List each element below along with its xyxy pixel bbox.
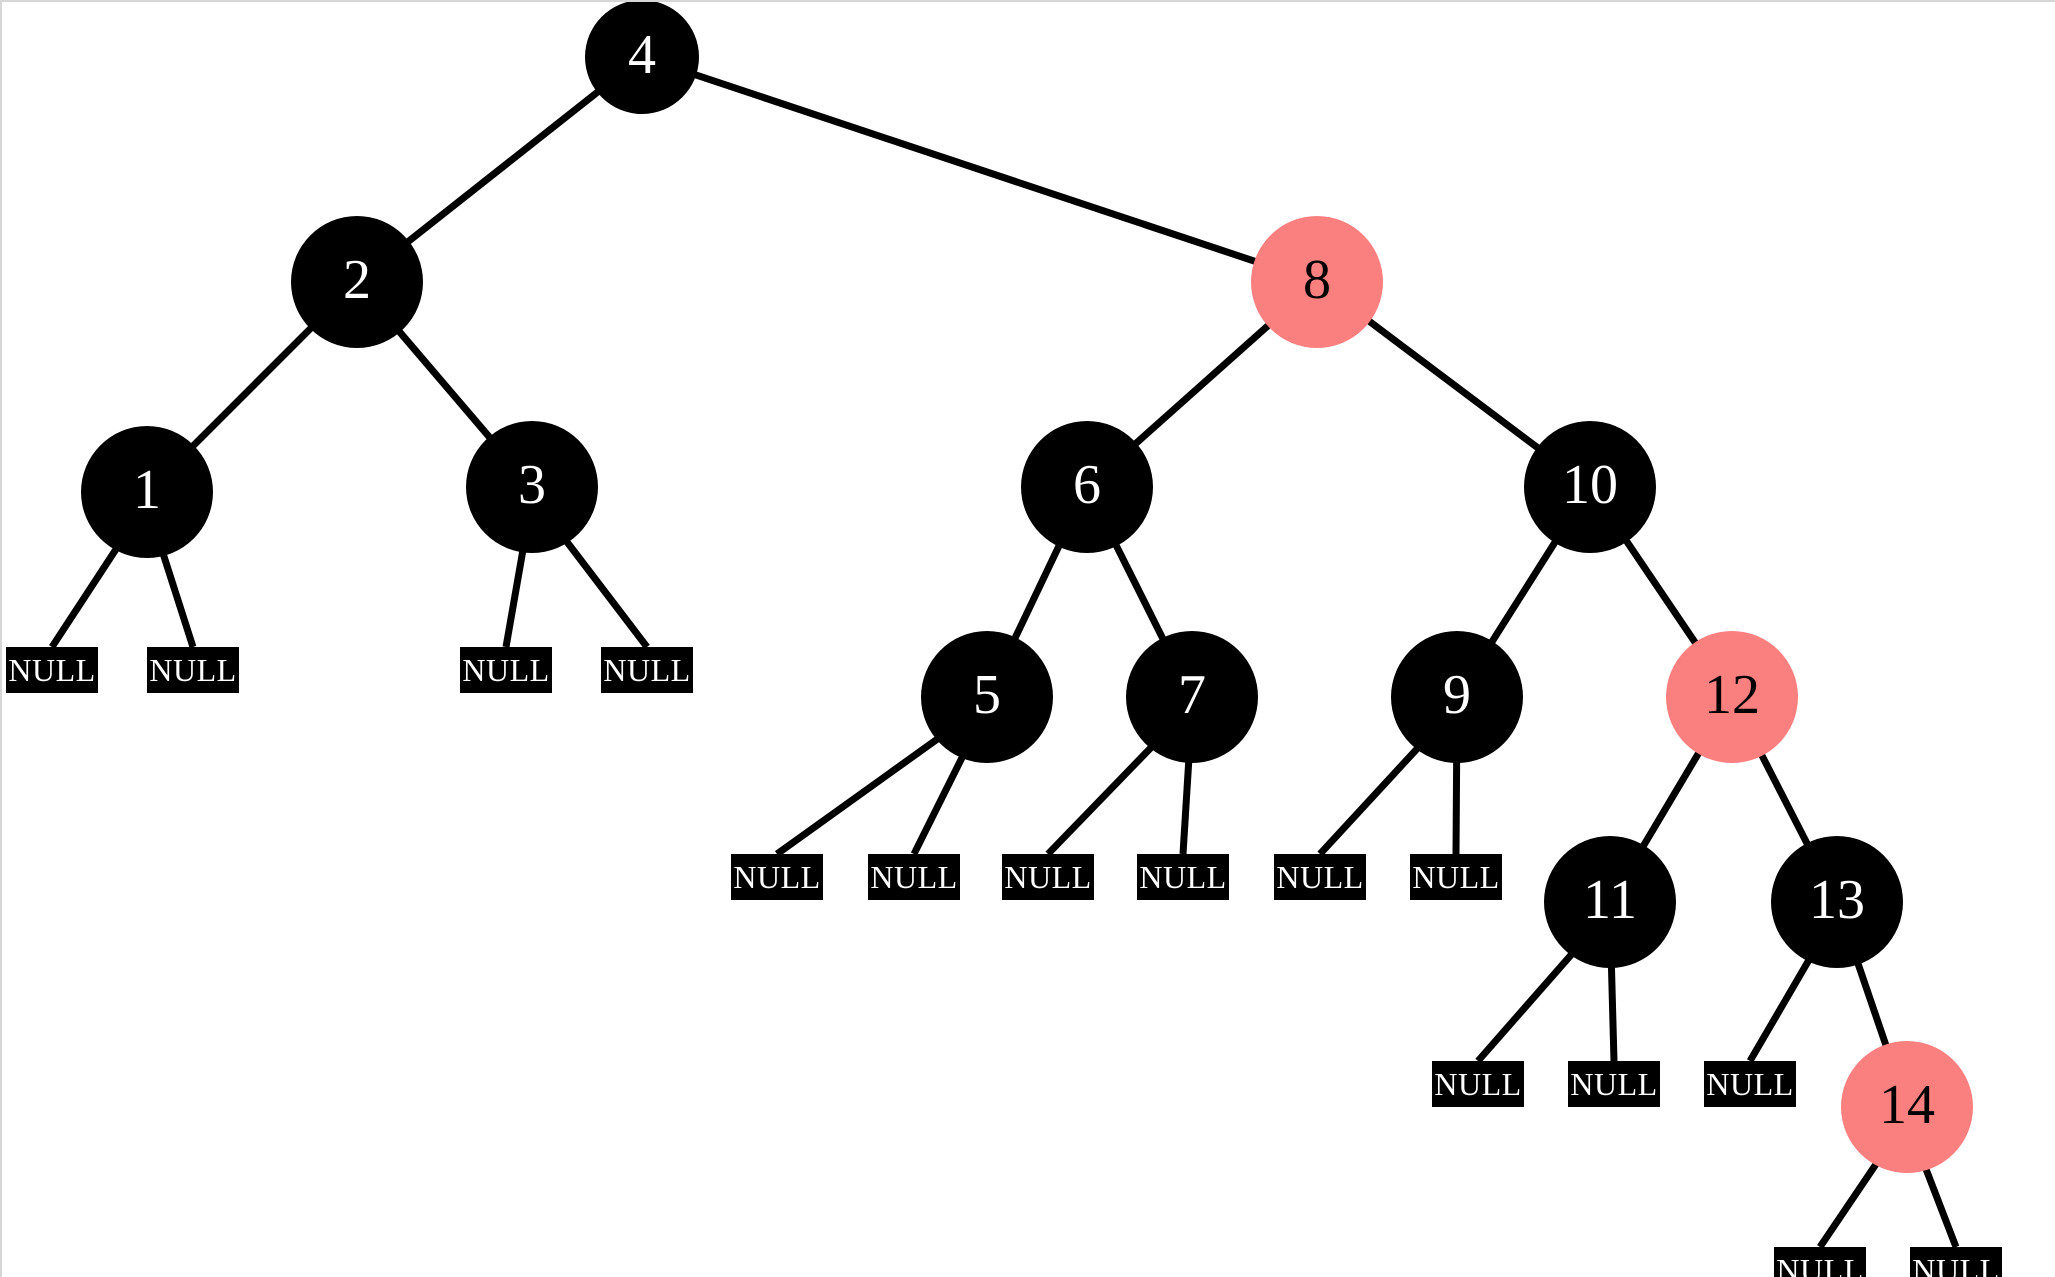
tree-node-9[interactable]: 9 (1391, 631, 1523, 763)
tree-node-6[interactable]: 6 (1021, 421, 1153, 553)
null-leaf: NULL (868, 854, 960, 900)
null-leaf-label: NULL (1706, 1065, 1794, 1102)
null-leaf-label: NULL (149, 651, 237, 688)
null-leaf-label: NULL (1412, 858, 1500, 895)
null-leaf: NULL (1274, 854, 1366, 900)
null-leaf: NULL (460, 647, 552, 693)
null-leaf-label: NULL (1434, 1065, 1522, 1102)
tree-node-label: 5 (973, 664, 1001, 726)
tree-node-label: 6 (1073, 454, 1101, 516)
tree-node-10[interactable]: 10 (1524, 421, 1656, 553)
tree-node-13[interactable]: 13 (1771, 836, 1903, 968)
tree-node-label: 13 (1809, 869, 1865, 931)
tree-edge (1853, 958, 1891, 1051)
tree-edge (1607, 962, 1618, 1062)
tree-node-2[interactable]: 2 (291, 216, 423, 348)
tree-edge (774, 733, 943, 857)
null-leaf: NULL (1137, 854, 1229, 900)
tree-edge (1045, 741, 1157, 857)
null-leaf: NULL (1002, 854, 1094, 900)
tree-node-label: 2 (343, 249, 371, 311)
null-leaf: NULL (601, 647, 693, 693)
tree-node-label: 12 (1704, 664, 1760, 726)
tree-edge (1746, 955, 1814, 1063)
tree-edge (910, 751, 968, 856)
tree-edge (1921, 1163, 1960, 1249)
tree-edge (158, 549, 197, 649)
null-leaf: NULL (1410, 854, 1502, 900)
tree-edge (1756, 749, 1813, 850)
null-leaf-label: NULL (603, 651, 691, 688)
tree-node-8[interactable]: 8 (1251, 216, 1383, 348)
null-leaf-label: NULL (1139, 858, 1227, 895)
tree-edge (1475, 948, 1577, 1064)
tree-edge (1621, 535, 1701, 649)
tree-node-5[interactable]: 5 (921, 631, 1053, 763)
tree-node-label: 9 (1443, 664, 1471, 726)
null-leaf-label: NULL (733, 858, 821, 895)
null-leaf: NULL (731, 854, 823, 900)
null-leaf-label: NULL (1570, 1065, 1658, 1102)
tree-edge (1817, 1158, 1882, 1249)
null-leaf-label: NULL (1776, 1251, 1864, 1277)
null-leaf: NULL (1432, 1061, 1524, 1107)
null-leaf: NULL (147, 647, 239, 693)
null-leaf-label: NULL (462, 651, 550, 688)
tree-edge (393, 325, 496, 444)
tree-edge (1452, 757, 1461, 855)
tree-node-7[interactable]: 7 (1126, 631, 1258, 763)
tree-node-12[interactable]: 12 (1666, 631, 1798, 763)
tree-node-label: 8 (1303, 249, 1331, 311)
tree-node-3[interactable]: 3 (466, 421, 598, 553)
tree-node-label: 3 (518, 454, 546, 516)
null-leaf-label: NULL (1276, 858, 1364, 895)
tree-edge (1179, 757, 1193, 855)
tree-node-label: 14 (1879, 1074, 1935, 1136)
null-leaf-label: NULL (8, 651, 96, 688)
tree-node-4[interactable]: 4 (585, 2, 699, 114)
tree-edge (402, 86, 604, 248)
null-leaf: NULL (1774, 1247, 1866, 1277)
tree-edge (49, 543, 122, 649)
tree-node-label: 10 (1562, 454, 1618, 516)
tree-edge (1009, 540, 1065, 644)
tree-node-label: 11 (1583, 869, 1637, 931)
null-leaf: NULL (1910, 1247, 2002, 1277)
tree-node-label: 7 (1178, 664, 1206, 726)
tree-edge (187, 322, 317, 452)
tree-edge (502, 546, 527, 648)
null-leaf-label: NULL (1004, 858, 1092, 895)
tree-edge (1363, 315, 1544, 454)
tree-node-1[interactable]: 1 (81, 426, 213, 558)
tree-edge (1638, 747, 1704, 852)
tree-edge (1111, 539, 1168, 645)
tree-edge (1486, 536, 1561, 648)
null-leaf-label: NULL (870, 858, 958, 895)
tree-edge (1129, 319, 1275, 450)
null-leaf: NULL (1704, 1061, 1796, 1107)
tree-edge (1317, 742, 1423, 857)
null-leaf: NULL (1568, 1061, 1660, 1107)
tree-node-label: 4 (628, 24, 656, 86)
tree-node-14[interactable]: 14 (1841, 1041, 1973, 1173)
tree-node-label: 1 (133, 459, 161, 521)
null-leaf-label: NULL (1912, 1251, 2000, 1277)
tree-edge (561, 536, 650, 650)
null-leaf: NULL (6, 647, 98, 693)
tree-edge (690, 70, 1261, 267)
tree-node-11[interactable]: 11 (1544, 836, 1676, 968)
